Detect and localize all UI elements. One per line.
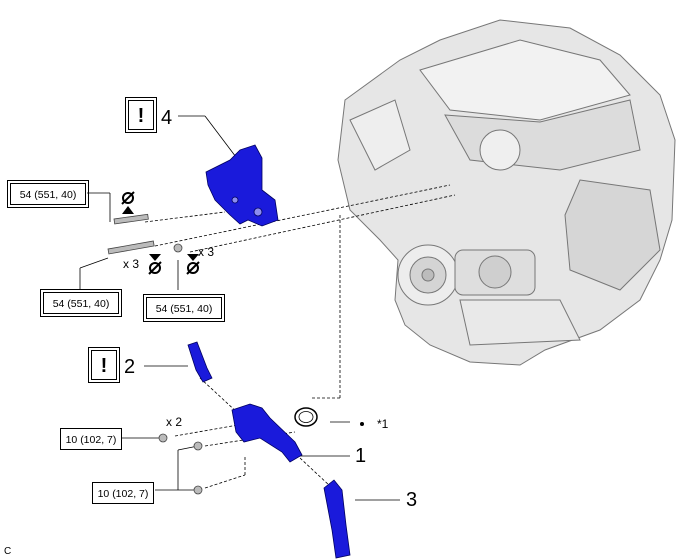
torque-spec-bracket-lower-left: 54 (551, 40) xyxy=(40,289,122,317)
outlet-pipe-part xyxy=(231,403,303,463)
torque-spec-outlet-lower: 10 (102, 7) xyxy=(92,482,154,504)
hose-lower-part xyxy=(323,479,351,559)
note-dot xyxy=(360,422,364,426)
no-reuse-icons xyxy=(121,191,200,275)
quantity-bolts-outlet: x 2 xyxy=(166,415,183,429)
part-number-4: 4 xyxy=(161,107,173,129)
note-marker-label: *1 xyxy=(377,417,389,431)
torque-spec-bracket-lower-right: 54 (551, 40) xyxy=(143,294,225,322)
torque-spec-outlet-upper: 10 (102, 7) xyxy=(60,428,122,450)
part-number-2: 2 xyxy=(124,356,136,378)
part-number-3: 3 xyxy=(406,489,418,511)
leader-lines-dashed xyxy=(144,184,456,489)
caution-box-part-4: ! xyxy=(125,97,157,133)
bolts xyxy=(107,213,203,495)
torque-spec-bracket-upper: 54 (551, 40) xyxy=(7,180,89,208)
arrow-icons xyxy=(122,206,199,261)
quantity-bolts-left: x 3 xyxy=(123,257,140,271)
gasket-ring xyxy=(294,407,318,427)
quantity-bolts-right: x 3 xyxy=(198,245,215,259)
corner-label: C xyxy=(4,546,12,557)
engine-illustration xyxy=(337,19,676,366)
bracket-part xyxy=(205,144,279,227)
caution-box-part-2: ! xyxy=(88,347,120,383)
part-number-1: 1 xyxy=(355,445,367,467)
hose-upper-part xyxy=(187,341,213,383)
